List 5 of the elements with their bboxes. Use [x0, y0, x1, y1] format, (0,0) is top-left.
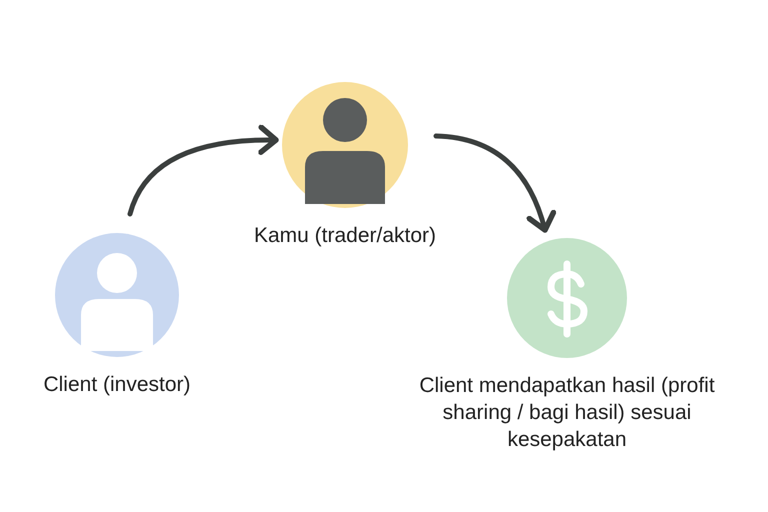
- node-label: Client (investor): [43, 372, 191, 398]
- curved-arrow: [128, 124, 279, 216]
- node-label: Kamu (trader/aktor): [254, 223, 436, 249]
- curved-arrow: [434, 134, 556, 233]
- node-label: Client mendapatkan hasil (profit sharing / bagi hasil) sesuai kesepakatan: [418, 373, 716, 453]
